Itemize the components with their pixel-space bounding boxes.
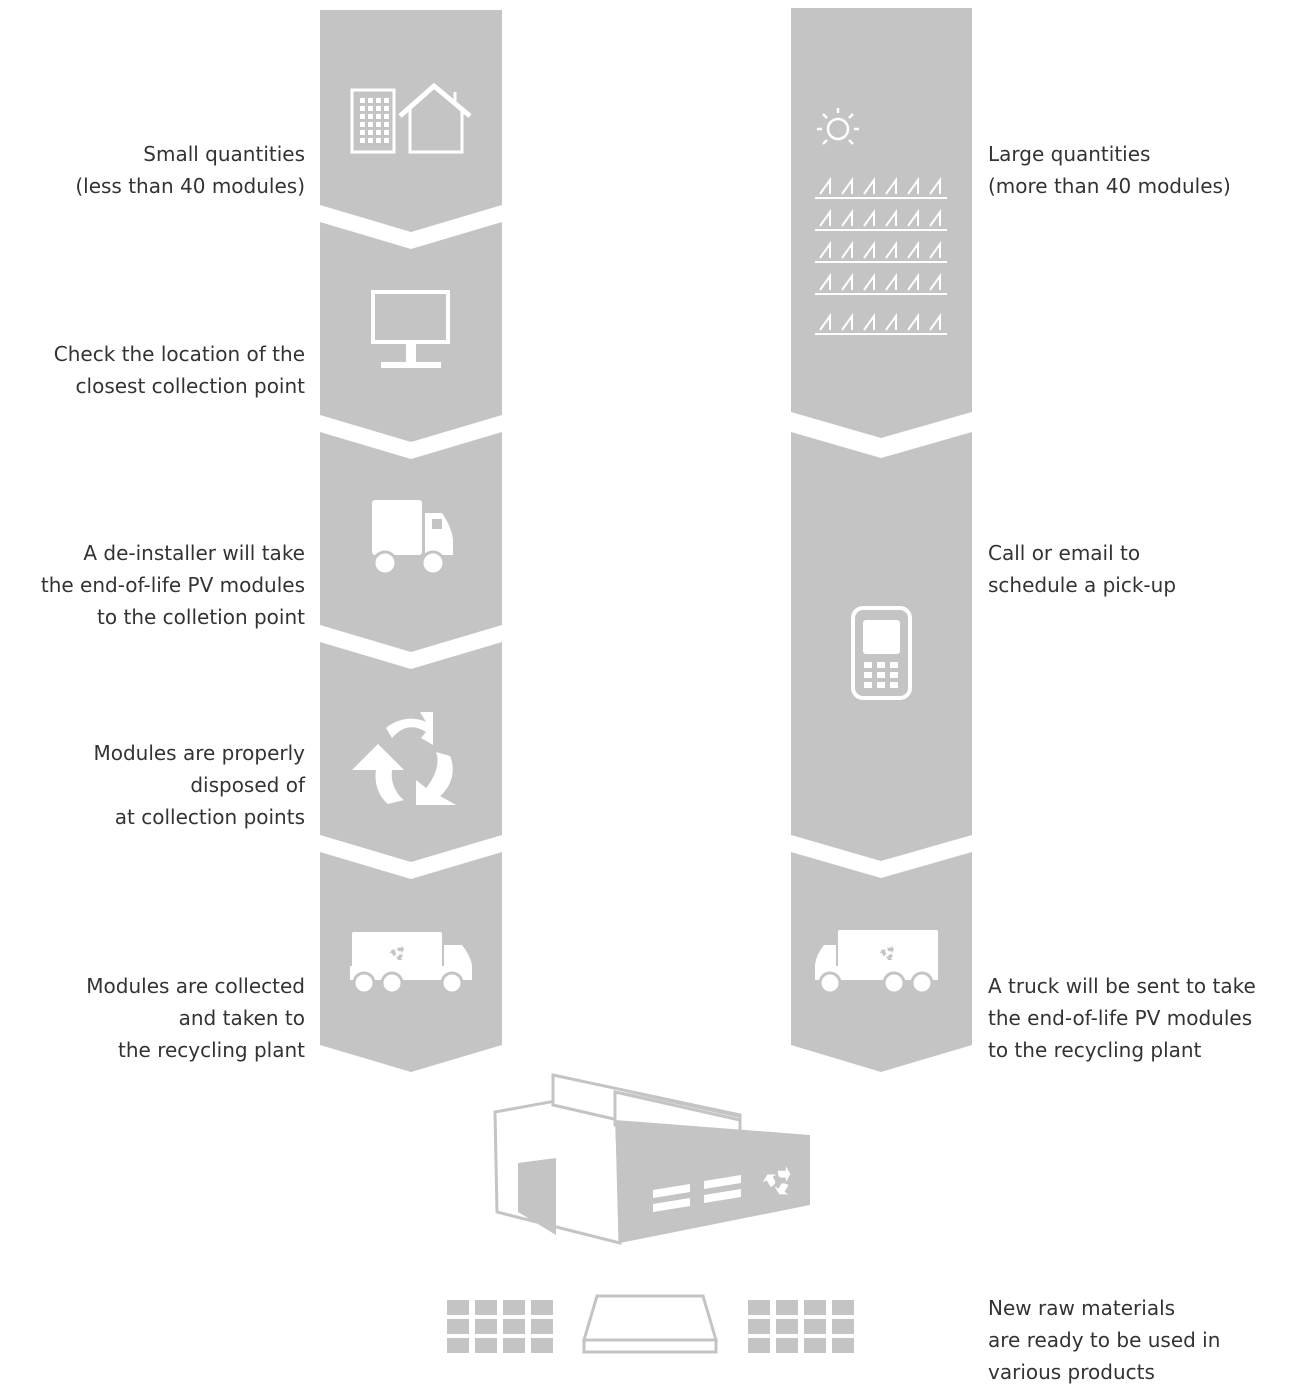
final-step-label: New raw materials are ready to be used i… bbox=[988, 1292, 1220, 1388]
left-step-1-label: Small quantities (less than 40 modules) bbox=[75, 138, 305, 202]
solar-farm-icon bbox=[815, 108, 947, 335]
left-step-3-line-3: to the colletion point bbox=[97, 605, 305, 629]
left-step-3-label: A de-installer will take the end-of-life… bbox=[41, 537, 305, 633]
final-step-line-1: New raw materials bbox=[988, 1296, 1176, 1320]
left-step-1-line-2: (less than 40 modules) bbox=[75, 174, 305, 198]
left-step-5-label: Modules are collected and taken to the r… bbox=[86, 970, 305, 1066]
recycle-icon bbox=[352, 712, 456, 805]
right-step-1-label: Large quantities (more than 40 modules) bbox=[988, 138, 1231, 202]
left-step-4-line-2: disposed of bbox=[190, 773, 305, 797]
raw-materials-icon bbox=[447, 1294, 854, 1354]
left-step-3-line-1: A de-installer will take bbox=[83, 541, 305, 565]
left-step-5-line-2: and taken to bbox=[178, 1006, 305, 1030]
right-step-1-line-2: (more than 40 modules) bbox=[988, 174, 1231, 198]
building-house-icon bbox=[350, 82, 472, 154]
recycling-truck-icon-right bbox=[815, 930, 938, 995]
right-step-3-line-3: to the recycling plant bbox=[988, 1038, 1202, 1062]
right-step-3-label: A truck will be sent to take the end-of-… bbox=[988, 970, 1256, 1066]
right-step-2-line-1: Call or email to bbox=[988, 541, 1141, 565]
left-chevron-2 bbox=[320, 222, 502, 442]
left-step-2-line-2: closest collection point bbox=[75, 374, 305, 398]
final-step-line-2: are ready to be used in bbox=[988, 1328, 1221, 1352]
left-step-4-label: Modules are properly disposed of at coll… bbox=[93, 737, 305, 833]
left-step-2-line-1: Check the location of the bbox=[53, 342, 305, 366]
van-icon bbox=[372, 500, 453, 576]
right-step-2-label: Call or email to schedule a pick-up bbox=[988, 537, 1176, 601]
recycling-truck-icon bbox=[350, 932, 472, 995]
left-step-4-line-3: at collection points bbox=[114, 805, 305, 829]
left-step-3-line-2: the end-of-life PV modules bbox=[40, 573, 305, 597]
recycling-plant-icon bbox=[493, 1073, 810, 1245]
left-chevron-4 bbox=[320, 642, 502, 862]
right-step-2-line-2: schedule a pick-up bbox=[988, 573, 1177, 597]
final-step-line-3: various products bbox=[988, 1360, 1155, 1384]
left-step-1-line-1: Small quantities bbox=[143, 142, 305, 166]
left-step-5-line-3: the recycling plant bbox=[118, 1038, 305, 1062]
monitor-icon bbox=[371, 290, 450, 368]
left-step-5-line-1: Modules are collected bbox=[86, 974, 305, 998]
left-step-2-label: Check the location of the closest collec… bbox=[54, 338, 305, 402]
right-step-3-line-1: A truck will be sent to take bbox=[988, 974, 1256, 998]
right-chevron-1 bbox=[791, 8, 972, 438]
right-step-3-line-2: the end-of-life PV modules bbox=[988, 1006, 1253, 1030]
mobile-phone-icon bbox=[851, 606, 912, 700]
right-step-1-line-1: Large quantities bbox=[988, 142, 1151, 166]
left-step-4-line-1: Modules are properly bbox=[93, 741, 305, 765]
